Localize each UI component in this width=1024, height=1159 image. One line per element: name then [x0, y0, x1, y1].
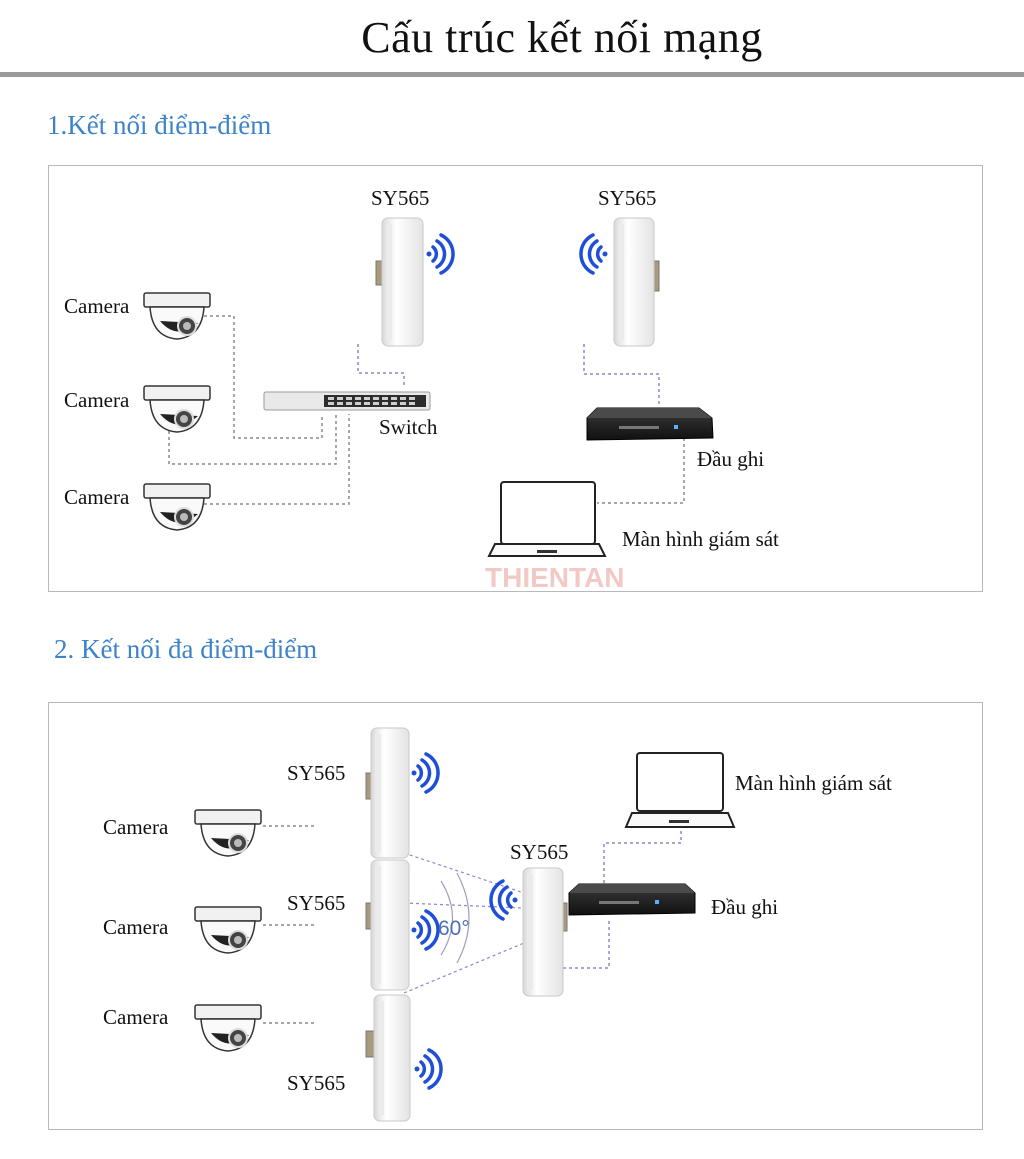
video-recorder: [586, 407, 714, 441]
dome-camera: [143, 385, 211, 433]
laptop-monitor: [624, 752, 736, 828]
section1-diagram: THIENTAN: [143, 217, 714, 591]
watermark-text: THIENTAN: [485, 562, 624, 591]
section2-diagram: 60°: [194, 727, 736, 1122]
wifi-signal-icon: [489, 879, 518, 921]
wifi-signal-icon: [411, 752, 440, 794]
recorder-label: Đầu ghi: [711, 895, 779, 919]
cable-camera1-switch: [204, 315, 323, 439]
angle-label: 60°: [438, 917, 470, 940]
ap-label: SY565: [287, 891, 346, 915]
hub-ap: [522, 867, 568, 997]
switch-label: Switch: [379, 415, 438, 439]
dome-camera: [143, 292, 211, 340]
network-switch: [263, 391, 431, 411]
monitor-label: Màn hình giám sát: [735, 771, 892, 795]
section2-heading: 2. Kết nối đa điểm-điểm: [54, 634, 318, 664]
laptop-monitor: [487, 481, 607, 557]
ap-label: SY565: [287, 1071, 346, 1095]
section1-heading: 1.Kết nối điểm-điểm: [47, 110, 272, 140]
cable-hubap-recorder: [557, 918, 610, 969]
wifi-signal-icon: [426, 233, 455, 275]
camera-label: Camera: [103, 1005, 169, 1029]
camera-label: Camera: [103, 815, 169, 839]
section2-panel: 60°: [48, 702, 983, 1130]
ap-unit: [365, 727, 410, 859]
wifi-signal-icon: [414, 1048, 443, 1090]
video-recorder: [568, 883, 696, 916]
ap-unit: [365, 994, 411, 1122]
monitor-label: Màn hình giám sát: [622, 527, 779, 551]
ap-label: SY565: [287, 761, 346, 785]
dome-camera: [143, 483, 211, 531]
section1-panel: THIENTAN: [48, 165, 983, 592]
camera-label: Camera: [64, 485, 130, 509]
camera-label: Camera: [64, 388, 130, 412]
cable-recorder-monitor: [597, 438, 685, 504]
cable-ap-switch: [357, 344, 405, 386]
ap-right: [613, 217, 660, 347]
dome-camera: [194, 809, 262, 857]
wifi-signal-icon: [411, 909, 440, 951]
cable-recorder-monitor: [603, 827, 682, 883]
dome-camera: [194, 1004, 262, 1052]
title-divider: [0, 72, 1024, 77]
ap-left: [375, 217, 424, 347]
ap-right-label: SY565: [598, 186, 657, 210]
cable-camera2-switch: [168, 414, 337, 465]
camera-label: Camera: [64, 294, 130, 318]
hub-ap-label: SY565: [510, 840, 569, 864]
dome-camera: [194, 906, 262, 954]
page-title: Cấu trúc kết nối mạng: [361, 13, 763, 62]
wireless-links: [403, 852, 525, 994]
ap-left-label: SY565: [371, 186, 430, 210]
angle-arc: [440, 872, 470, 964]
wifi-signal-icon: [579, 233, 608, 275]
cable-ap-recorder: [583, 344, 660, 406]
cable-camera3-switch: [204, 414, 350, 505]
ap-unit: [365, 859, 410, 991]
camera-label: Camera: [103, 915, 169, 939]
recorder-label: Đầu ghi: [697, 447, 765, 471]
